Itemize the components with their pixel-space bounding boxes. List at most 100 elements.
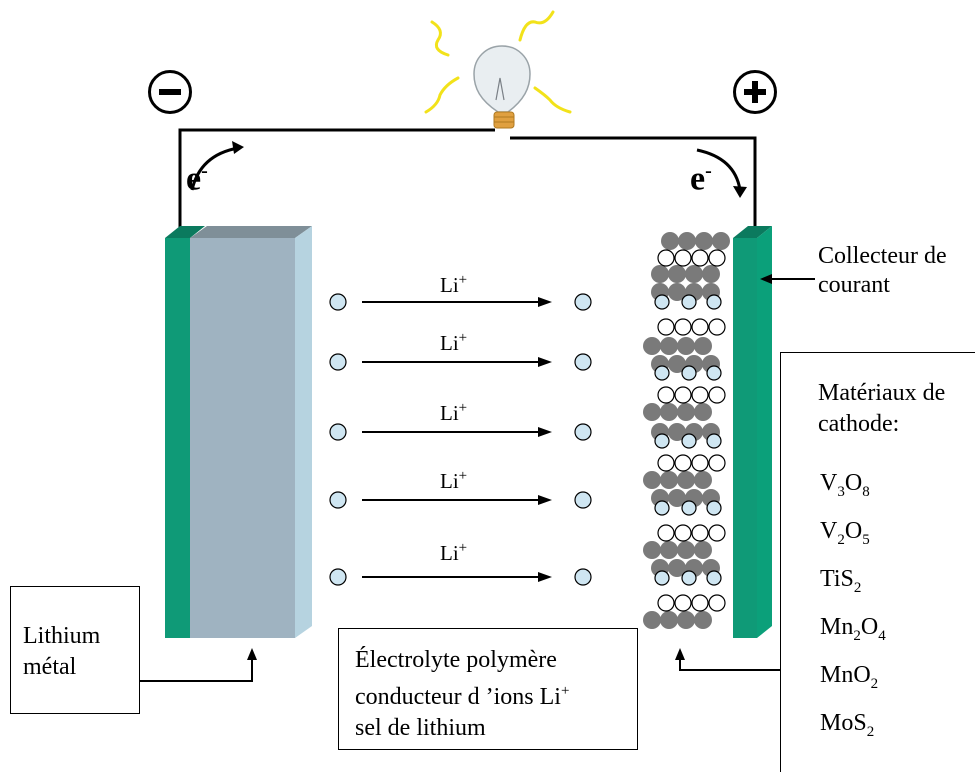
anode-top-face xyxy=(190,226,312,238)
cathode-material-item: MoS2 xyxy=(820,710,875,740)
oxide-atom xyxy=(668,489,686,507)
lithium-ion-left xyxy=(329,353,347,371)
lithium-ion-left xyxy=(329,491,347,509)
metal-atom xyxy=(691,454,709,472)
oxide-atom xyxy=(660,611,678,629)
metal-atom xyxy=(708,249,726,267)
metal-atom xyxy=(657,594,675,612)
metal-atom xyxy=(674,386,692,404)
intercalated-li-ion xyxy=(654,365,670,381)
lithium-ion-left xyxy=(329,568,347,586)
cathode-material-item: MnO2 xyxy=(820,662,879,692)
light-rays xyxy=(424,10,572,114)
light-bulb-icon xyxy=(424,10,572,129)
oxide-atom xyxy=(660,471,678,489)
intercalated-li-ion xyxy=(681,500,697,516)
ion-flow-arrowhead xyxy=(538,297,552,307)
oxide-atom xyxy=(702,265,720,283)
cathode-materials-box xyxy=(780,352,975,772)
oxide-atom xyxy=(678,232,696,250)
metal-atom xyxy=(657,318,675,336)
anode-front-face xyxy=(190,238,295,638)
cathode-material-item: TiS2 xyxy=(820,566,862,596)
li-ion-label: Li+ xyxy=(440,468,468,493)
intercalated-li-ion xyxy=(706,365,722,381)
negative-terminal-icon xyxy=(148,70,192,114)
lithium-ion-left xyxy=(329,423,347,441)
oxide-atom xyxy=(668,265,686,283)
oxide-atom xyxy=(677,337,695,355)
oxide-atom xyxy=(677,471,695,489)
electron-arrow-left xyxy=(190,146,239,191)
oxide-atom xyxy=(695,232,713,250)
metal-atom xyxy=(674,318,692,336)
intercalated-li-ion xyxy=(706,433,722,449)
intercalated-li-ion xyxy=(681,570,697,586)
oxide-atom xyxy=(660,337,678,355)
electrolyte-line1: Électrolyte polymère xyxy=(355,647,557,673)
anode-pointer-head xyxy=(247,648,257,660)
oxide-atom xyxy=(694,611,712,629)
metal-atom xyxy=(691,594,709,612)
cathode-material-item: V3O8 xyxy=(820,470,870,500)
electrolyte-line2: conducteur d ’ions Li+ xyxy=(355,683,570,710)
intercalated-li-ion xyxy=(706,294,722,310)
intercalated-li-ion xyxy=(654,500,670,516)
oxide-atom xyxy=(677,541,695,559)
collector-label: Collecteur de courant xyxy=(818,243,947,298)
oxide-atom xyxy=(660,541,678,559)
cathode-material-item: Mn2O4 xyxy=(820,614,886,644)
metal-atom xyxy=(691,249,709,267)
metal-atom xyxy=(657,524,675,542)
intercalated-li-ion xyxy=(681,433,697,449)
anode-side-face xyxy=(295,226,312,638)
li-ion-label: Li+ xyxy=(440,272,468,297)
intercalated-li-ion xyxy=(654,294,670,310)
intercalated-li-ion xyxy=(654,570,670,586)
cathode-pointer-line xyxy=(679,660,780,671)
oxide-atom xyxy=(712,232,730,250)
metal-atom xyxy=(657,454,675,472)
oxide-atom xyxy=(677,611,695,629)
lithium-ion-right xyxy=(574,491,592,509)
left-current-collector xyxy=(165,238,190,638)
metal-atom xyxy=(674,524,692,542)
oxide-atom xyxy=(643,337,661,355)
collector-pointer-head xyxy=(760,274,772,284)
oxide-atom xyxy=(668,355,686,373)
oxide-atom xyxy=(694,471,712,489)
cathode-pointer-head xyxy=(675,648,685,660)
electrolyte-line3: sel de lithium xyxy=(355,715,486,741)
electron-label-left: e- xyxy=(186,160,208,198)
cathode-layered-structure xyxy=(643,232,730,629)
intercalated-li-ion xyxy=(706,570,722,586)
li-ion-label: Li+ xyxy=(440,540,468,565)
anode-label-line2: métal xyxy=(23,654,77,680)
metal-atom xyxy=(708,524,726,542)
metal-atom xyxy=(691,386,709,404)
electrolyte-label-box: Électrolyte polymère conducteur d ’ions … xyxy=(338,628,638,750)
metal-atom xyxy=(691,524,709,542)
positive-terminal-icon xyxy=(733,70,777,114)
oxide-atom xyxy=(694,541,712,559)
cathode-materials-title: Matériaux de cathode: xyxy=(818,380,946,437)
electron-label-right: e- xyxy=(690,160,712,198)
metal-atom xyxy=(674,249,692,267)
lithium-ion-right xyxy=(574,423,592,441)
lithium-ion-right xyxy=(574,293,592,311)
oxide-atom xyxy=(660,403,678,421)
li-ion-label: Li+ xyxy=(440,330,468,355)
lithium-ion-right xyxy=(574,568,592,586)
right-current-collector xyxy=(733,238,757,638)
oxide-atom xyxy=(685,265,703,283)
electron-arrow-right xyxy=(696,148,742,191)
anode-label-line1: Lithium xyxy=(23,623,101,649)
right-collector-side xyxy=(757,226,772,638)
oxide-atom xyxy=(668,283,686,301)
lithium-ion-flow xyxy=(329,293,592,586)
metal-atom xyxy=(708,318,726,336)
metal-atom xyxy=(708,454,726,472)
oxide-atom xyxy=(694,403,712,421)
circuit-wire xyxy=(178,128,757,238)
ion-flow-arrowhead xyxy=(538,572,552,582)
